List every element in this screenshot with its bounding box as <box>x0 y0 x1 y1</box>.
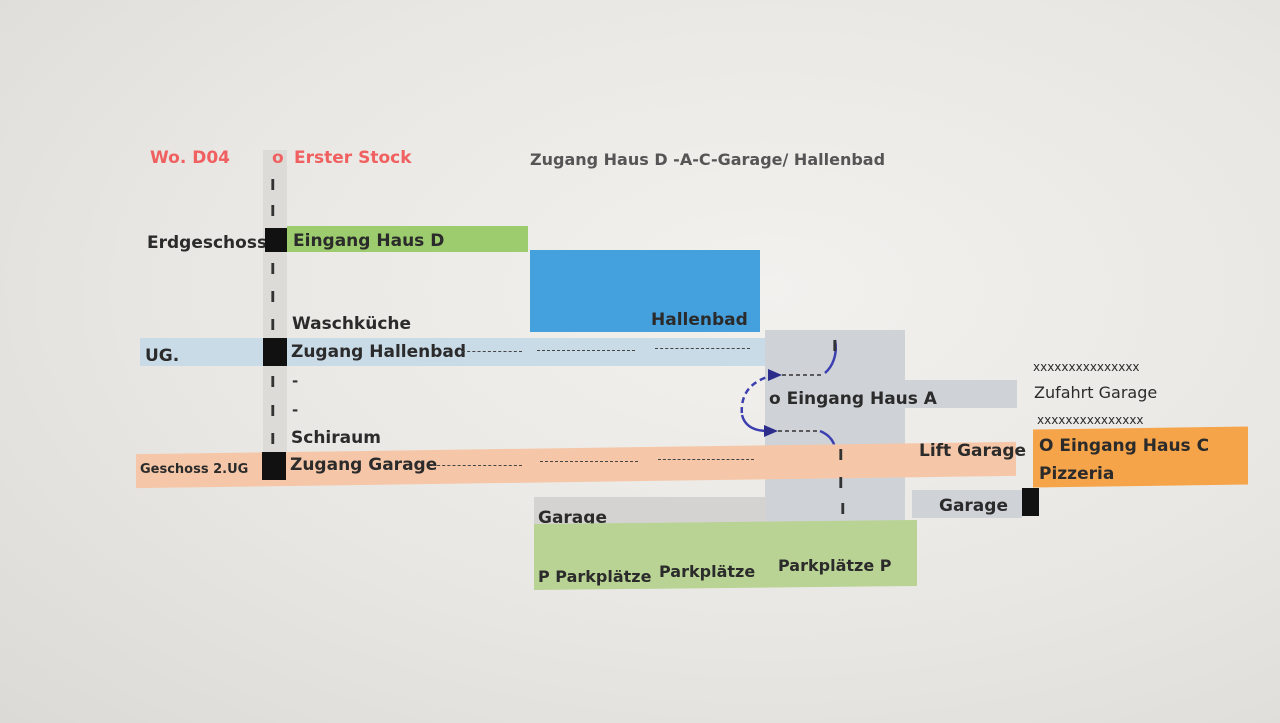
zufahrt-garage-label: Zufahrt Garage <box>1034 383 1158 402</box>
parkplaetze-label-2: Parkplätze <box>659 562 756 581</box>
waschkueche-label: Waschküche <box>292 314 412 334</box>
eingang-haus-c-label: O Eingang Haus C <box>1039 436 1210 456</box>
level-ug: UG. <box>145 346 180 366</box>
hallenbad-box <box>530 250 760 332</box>
shaft-tick: I <box>270 260 276 278</box>
path-dash <box>540 461 638 462</box>
path-dash <box>537 350 635 351</box>
garage-tick: I <box>838 474 844 492</box>
garage-tick: I <box>840 500 846 518</box>
shaft-tick: I <box>270 176 276 194</box>
shaft-tick: I <box>270 430 276 448</box>
xmark-top: xxxxxxxxxxxxxxx <box>1033 360 1140 374</box>
stair-block-eg <box>265 228 287 252</box>
haus-a-block <box>765 330 905 525</box>
floor-label-erster-stock: Erster Stock <box>294 148 412 168</box>
schiraum-label: Schiraum <box>291 428 381 448</box>
parkplaetze-label-3: Parkplätze P <box>778 556 892 575</box>
eingang-haus-a-label: o Eingang Haus A <box>769 389 937 409</box>
xmark-bottom: xxxxxxxxxxxxxxx <box>1037 413 1144 427</box>
path-dash <box>655 348 750 349</box>
shaft-tick: I <box>270 316 276 334</box>
hallenbad-label: Hallenbad <box>651 310 748 330</box>
eingang-haus-d-label: Eingang Haus D <box>293 231 445 251</box>
ug-band <box>140 338 765 366</box>
level-erdgeschoss: Erdgeschoss <box>147 233 268 253</box>
zugang-hallenbad-label: Zugang Hallenbad <box>291 342 467 362</box>
path-dash <box>658 459 754 460</box>
stair-block-2ug <box>262 452 286 480</box>
zugang-garage-label: Zugang Garage <box>290 455 438 475</box>
garage-tick: I <box>838 446 844 464</box>
handdrawn-arrows <box>740 339 837 454</box>
pizzeria-label: Pizzeria <box>1039 464 1115 484</box>
unit-label: Wo. D04 <box>150 148 230 168</box>
lift-garage-label: Lift Garage <box>919 441 1027 461</box>
shaft-tick: I <box>270 202 276 220</box>
path-dash <box>462 351 522 352</box>
parkplaetze-label-1: P Parkplätze <box>538 567 652 586</box>
level-geschoss2: Geschoss 2.UG <box>140 462 249 477</box>
shaft-tick: I <box>270 402 276 420</box>
haus-a-corridor <box>905 380 1017 408</box>
eingang-haus-d-bar <box>287 226 528 252</box>
vertical-shaft <box>263 150 287 480</box>
shaft-tick: I <box>270 288 276 306</box>
garage-right-box <box>912 490 1022 518</box>
path-dash <box>432 465 522 466</box>
shaft-tick: - <box>292 401 299 419</box>
floor-marker: o <box>272 148 284 168</box>
diagram-title: Zugang Haus D -A-C-Garage/ Hallenbad <box>530 150 886 169</box>
garage-right-block <box>1022 488 1039 516</box>
garage-tick: I <box>832 337 838 355</box>
shaft-tick: I <box>270 373 276 391</box>
garage-right-label: Garage <box>939 496 1008 516</box>
stair-block-ug <box>263 338 287 366</box>
shaft-tick: - <box>292 372 299 390</box>
